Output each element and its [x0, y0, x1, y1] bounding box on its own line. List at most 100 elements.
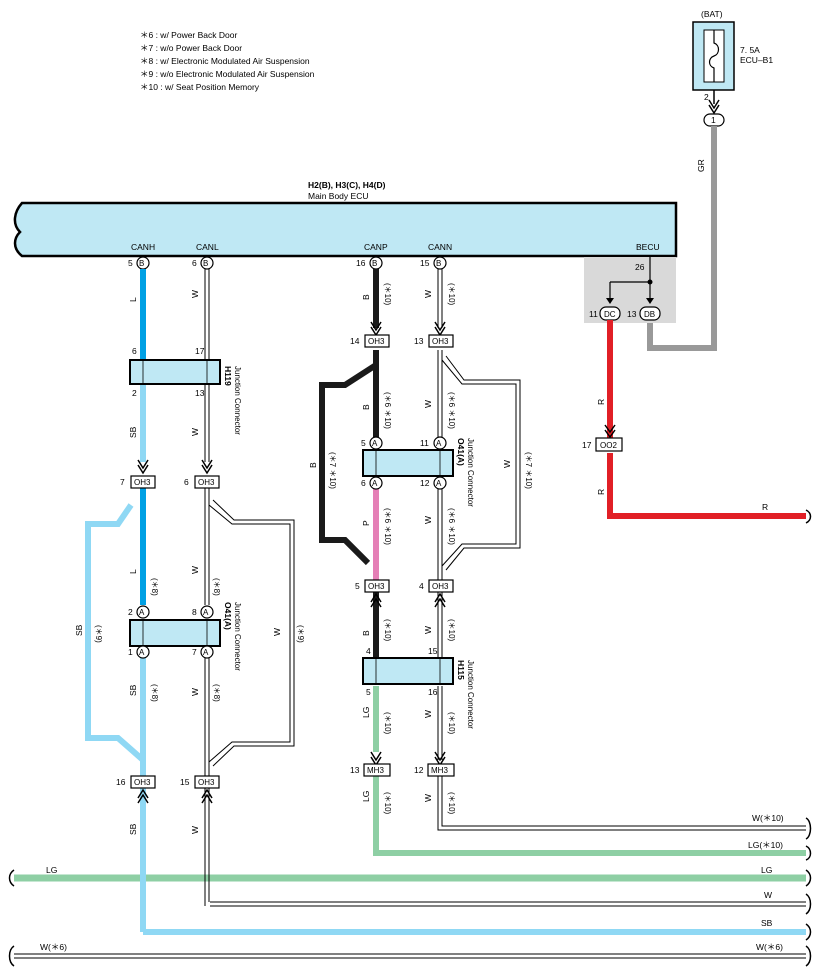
svg-text:5: 5: [361, 438, 366, 448]
o41-connector-left: [129, 619, 221, 647]
svg-text:13: 13: [414, 336, 424, 346]
svg-text:H119: H119: [223, 366, 233, 386]
svg-text:(＊6 ＊10): (＊6 ＊10): [447, 392, 456, 429]
svg-text:6: 6: [184, 477, 189, 487]
svg-text:W: W: [190, 688, 200, 696]
svg-text:(＊8): (＊8): [212, 684, 221, 702]
right-label-r: R: [762, 502, 768, 512]
svg-text:7: 7: [120, 477, 125, 487]
svg-text:SB: SB: [128, 823, 138, 835]
ecu-name: Main Body ECU: [308, 191, 368, 201]
fuse-source-label: (BAT): [701, 9, 723, 19]
svg-text:W: W: [190, 428, 200, 436]
svg-text:H115: H115: [456, 660, 466, 680]
svg-text:OH3: OH3: [134, 778, 151, 787]
svg-text:16: 16: [428, 687, 438, 697]
ecu-term-canh: CANH: [131, 242, 155, 252]
svg-text:2: 2: [128, 607, 133, 617]
ecu-term-becu: BECU: [636, 242, 660, 252]
svg-text:OH3: OH3: [198, 478, 215, 487]
left-label-lg: LG: [46, 865, 57, 875]
ecu-term-cann: CANN: [428, 242, 452, 252]
svg-text:W: W: [423, 516, 433, 524]
wire-gr: [647, 126, 717, 351]
svg-text:5: 5: [355, 581, 360, 591]
svg-text:OH3: OH3: [432, 337, 449, 346]
svg-text:(＊8): (＊8): [150, 684, 159, 702]
svg-text:(＊8): (＊8): [212, 578, 221, 596]
ecu-codes: H2(B), H3(C), H4(D): [308, 180, 386, 190]
svg-text:A: A: [372, 439, 378, 448]
svg-text:(＊7 ＊10): (＊7 ＊10): [524, 452, 533, 489]
fuse-connector-pin: 1: [711, 115, 716, 125]
svg-text:7: 7: [192, 647, 197, 657]
svg-text:15: 15: [420, 258, 430, 268]
bus-lines: [8, 509, 812, 967]
svg-text:11: 11: [420, 438, 429, 448]
svg-text:5: 5: [366, 687, 371, 697]
svg-text:Junction Connector: Junction Connector: [233, 602, 242, 671]
right-label-w10: W(＊10): [752, 813, 784, 823]
svg-text:1: 1: [128, 647, 133, 657]
note-9: ＊9 : w/o Electronic Modulated Air Suspen…: [140, 69, 315, 79]
ecu-term-canl: CANL: [196, 242, 219, 252]
svg-text:B: B: [203, 259, 208, 268]
svg-text:6: 6: [132, 346, 137, 356]
canl-circuit: W W W W W W (＊8) (＊8) (＊9): [190, 269, 305, 906]
right-label-lg: LG: [761, 865, 772, 875]
svg-text:17: 17: [195, 346, 205, 356]
ecu-pins: B5 B6 B16 B15: [128, 256, 447, 270]
ecu-db-connector: [639, 306, 661, 321]
left-label-w6: W(＊6): [40, 942, 67, 952]
o41-connector-right: [362, 449, 454, 477]
svg-text:O41(A): O41(A): [223, 602, 233, 630]
svg-text:2: 2: [132, 388, 137, 398]
svg-text:B: B: [139, 259, 144, 268]
svg-text:(＊10): (＊10): [383, 792, 392, 815]
svg-text:A: A: [139, 648, 145, 657]
svg-text:W: W: [190, 566, 200, 574]
bus-labels: W(＊10) LG(＊10) LG W SB W(＊6) LG W(＊6): [40, 813, 784, 952]
svg-text:4: 4: [419, 581, 424, 591]
svg-text:R: R: [596, 399, 606, 405]
svg-text:L: L: [128, 569, 138, 574]
note-10: ＊10 : w/ Seat Position Memory: [140, 82, 260, 92]
svg-text:(＊10): (＊10): [447, 792, 456, 815]
svg-text:W: W: [423, 290, 433, 298]
svg-text:A: A: [203, 608, 209, 617]
svg-text:(＊6 ＊10): (＊6 ＊10): [447, 508, 456, 545]
h115-connector: [362, 657, 454, 685]
svg-text:OO2: OO2: [600, 441, 617, 450]
fuse-ecu-b1: (BAT) 7. 5A ECU–B1 2 1: [692, 9, 773, 127]
svg-text:6: 6: [361, 478, 366, 488]
svg-text:B: B: [361, 630, 371, 636]
svg-text:(＊10): (＊10): [383, 283, 392, 306]
ecu-dc-pin: 11: [589, 309, 598, 319]
ecu-db-code: DB: [644, 310, 655, 319]
svg-text:(＊9): (＊9): [94, 625, 103, 643]
svg-text:OH3: OH3: [432, 582, 449, 591]
svg-text:B: B: [436, 259, 441, 268]
main-body-ecu: H2(B), H3(C), H4(D) Main Body ECU CANH C…: [13, 180, 678, 323]
svg-text:MH3: MH3: [367, 766, 384, 775]
svg-text:5: 5: [128, 258, 133, 268]
svg-text:A: A: [436, 479, 442, 488]
right-label-lg10: LG(＊10): [748, 840, 783, 850]
svg-text:A: A: [139, 608, 145, 617]
svg-text:B: B: [361, 294, 371, 300]
canp-circuit: B B P B LG LG B (＊10) (＊6 ＊10) (＊6 ＊10) …: [308, 269, 806, 856]
becu-pin: 26: [635, 262, 645, 272]
svg-text:12: 12: [420, 478, 430, 488]
svg-text:W: W: [423, 710, 433, 718]
svg-text:14: 14: [350, 336, 360, 346]
ecu-term-canp: CANP: [364, 242, 388, 252]
svg-text:(＊7 ＊10): (＊7 ＊10): [328, 452, 337, 489]
cann-circuit: W W W W W W W (＊10) (＊6 ＊10) (＊6 ＊10) (＊…: [423, 269, 533, 831]
fuse-name: ECU–B1: [740, 55, 773, 65]
svg-text:(＊6 ＊10): (＊6 ＊10): [383, 392, 392, 429]
fuse-arrow-icon: [708, 99, 720, 115]
svg-text:(＊10): (＊10): [447, 712, 456, 735]
svg-text:8: 8: [192, 607, 197, 617]
fuse-pin: 2: [704, 92, 709, 102]
